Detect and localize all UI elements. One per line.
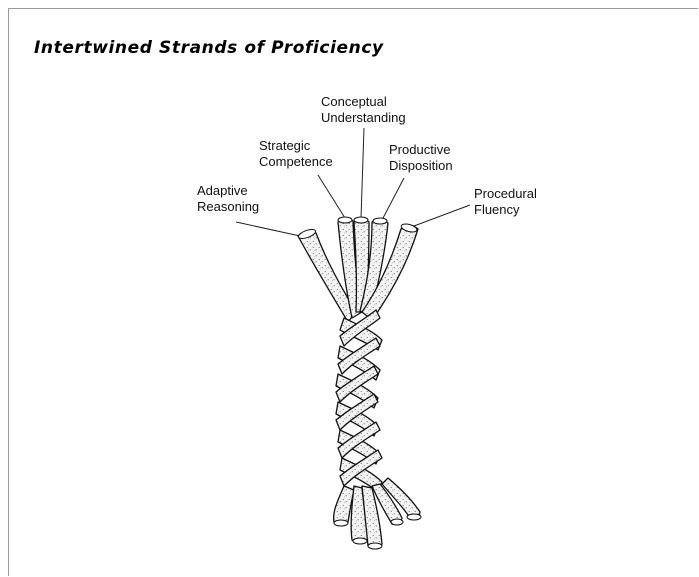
leader-line-productive	[382, 178, 404, 220]
tip-tail-2	[353, 538, 367, 544]
tip-strategic	[338, 217, 352, 223]
tip-tail-3	[368, 543, 382, 549]
leader-line-procedural	[414, 205, 470, 226]
tip-productive	[373, 218, 387, 224]
leader-line-adaptive	[236, 222, 300, 236]
tip-tail-5	[407, 514, 421, 520]
leader-line-strategic	[318, 175, 345, 218]
tip-tail-1	[334, 520, 348, 526]
tip-tail-4	[391, 519, 403, 525]
leader-line-conceptual	[361, 128, 364, 218]
tip-conceptual	[354, 217, 368, 223]
